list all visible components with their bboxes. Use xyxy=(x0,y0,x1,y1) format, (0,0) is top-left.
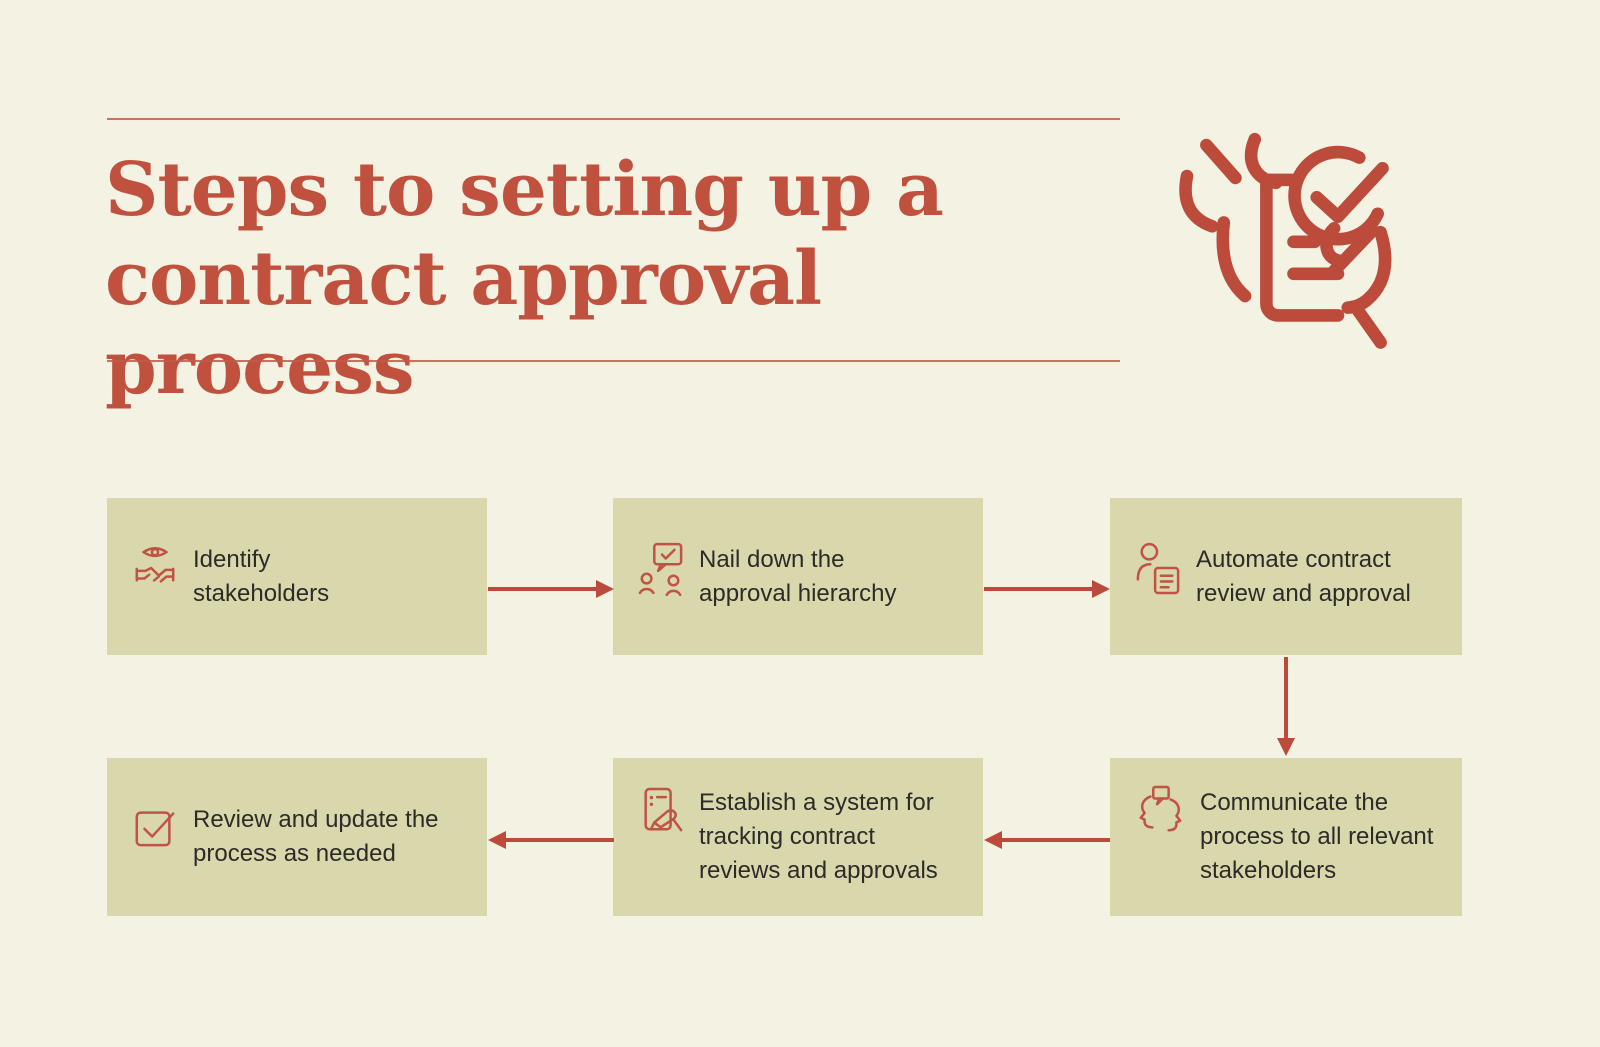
page-title: Steps to setting up a contract approval … xyxy=(105,146,1145,413)
flow-arrow-step4-to-step5 xyxy=(984,831,1110,849)
arrowhead-left-icon xyxy=(984,831,1002,849)
flow-arrow-step3-to-step4 xyxy=(1277,657,1295,756)
step-label: Nail down the approval hierarchy xyxy=(699,545,897,607)
step-box-identify-stakeholders: Identify stakeholders xyxy=(107,498,487,655)
title-line-2: contract approval process xyxy=(105,236,822,411)
document-signing-pen-icon xyxy=(638,784,684,838)
step-label: Communicate the process to all relevant … xyxy=(1200,789,1434,884)
flow-arrow-step5-to-step6 xyxy=(488,831,614,849)
step-box-approval-hierarchy: Nail down the approval hierarchy xyxy=(613,498,983,655)
title-line-1: Steps to setting up a xyxy=(105,147,944,233)
flow-arrow-step1-to-step2 xyxy=(488,580,614,598)
step-box-tracking-system: Establish a system for tracking contract… xyxy=(613,758,983,916)
step-box-review-update: Review and update the process as needed xyxy=(107,758,487,916)
step-label: Automate contract review and approval xyxy=(1196,545,1411,607)
hero-icon-svg xyxy=(1179,132,1392,349)
hands-holding-contract-with-check-icon xyxy=(1152,116,1404,358)
arrowhead-left-icon xyxy=(488,831,506,849)
header-rule-bottom xyxy=(107,360,1120,362)
arrowhead-right-icon xyxy=(1092,580,1110,598)
talking-profiles-bubble-icon xyxy=(1135,784,1185,838)
step-label: Review and update the process as needed xyxy=(193,806,439,867)
people-approval-bubble-icon xyxy=(638,541,684,597)
step-label: Identify stakeholders xyxy=(193,545,330,607)
flow-arrow-step2-to-step3 xyxy=(984,580,1110,598)
step-label: Establish a system for tracking contract… xyxy=(699,789,938,884)
step-box-automate-contract: Automate contract review and approval xyxy=(1110,498,1462,655)
arrowhead-down-icon xyxy=(1277,738,1295,756)
step-box-communicate-process: Communicate the process to all relevant … xyxy=(1110,758,1462,916)
header-rule-top xyxy=(107,118,1120,120)
arrowhead-right-icon xyxy=(596,580,614,598)
eye-over-handshake-icon xyxy=(132,541,178,593)
person-with-document-icon xyxy=(1135,541,1181,597)
checked-checkbox-icon xyxy=(132,801,178,851)
